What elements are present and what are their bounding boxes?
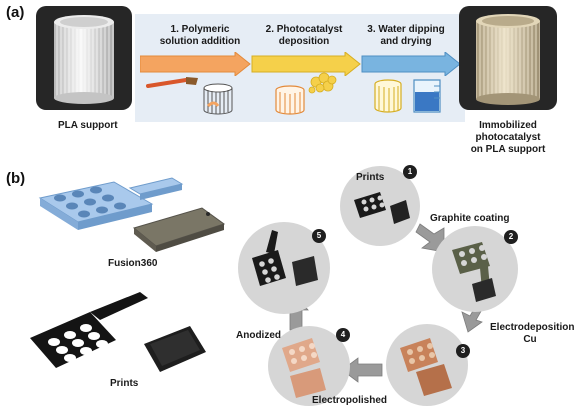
step-1-circle	[340, 166, 420, 246]
cycle-electropolished-label: Electropolished	[312, 395, 388, 406]
prints-label: Prints	[110, 378, 139, 389]
arrow-step-3	[361, 52, 460, 76]
step-5-badge: 5	[312, 229, 326, 243]
panel-a-letter: (a)	[6, 4, 25, 21]
cycle-anodized-label: Anodized	[236, 330, 281, 341]
cycle-electrodeposition-label: Electrodeposition Cu	[490, 322, 575, 345]
process-arrows	[140, 52, 460, 76]
immobilized-photocatalyst-photo	[459, 6, 557, 110]
water-beaker-icon	[374, 79, 441, 113]
panel-b-letter: (b)	[6, 170, 26, 187]
step-3-badge: 3	[456, 344, 470, 358]
pla-support-caption: PLA support	[58, 120, 118, 131]
cad-lid-drawing	[132, 207, 226, 252]
fusion360-label: Fusion360	[108, 258, 158, 269]
step-4-badge: 4	[336, 328, 350, 342]
photocatalyst-deposition-icon	[275, 72, 337, 115]
step-1-badge: 1	[403, 165, 417, 179]
arrow-step-1	[140, 52, 251, 76]
brush-cylinder-icon	[146, 77, 233, 115]
immobilized-caption: Immobilized photocatalyst on PLA support	[470, 120, 546, 155]
cycle-graphite-label: Graphite coating	[430, 213, 510, 224]
printed-lid-drawing	[144, 326, 206, 372]
cycle-prints-label: Prints	[356, 172, 385, 183]
step-3-circle	[386, 324, 468, 406]
printed-part-drawing	[30, 292, 148, 368]
step-2-badge: 2	[504, 230, 518, 244]
step-4-circle	[268, 326, 350, 406]
step-2-circle	[432, 226, 518, 312]
cad-model-drawing	[38, 177, 184, 230]
arrow-step-2	[251, 52, 361, 76]
pla-support-photo	[36, 6, 132, 110]
